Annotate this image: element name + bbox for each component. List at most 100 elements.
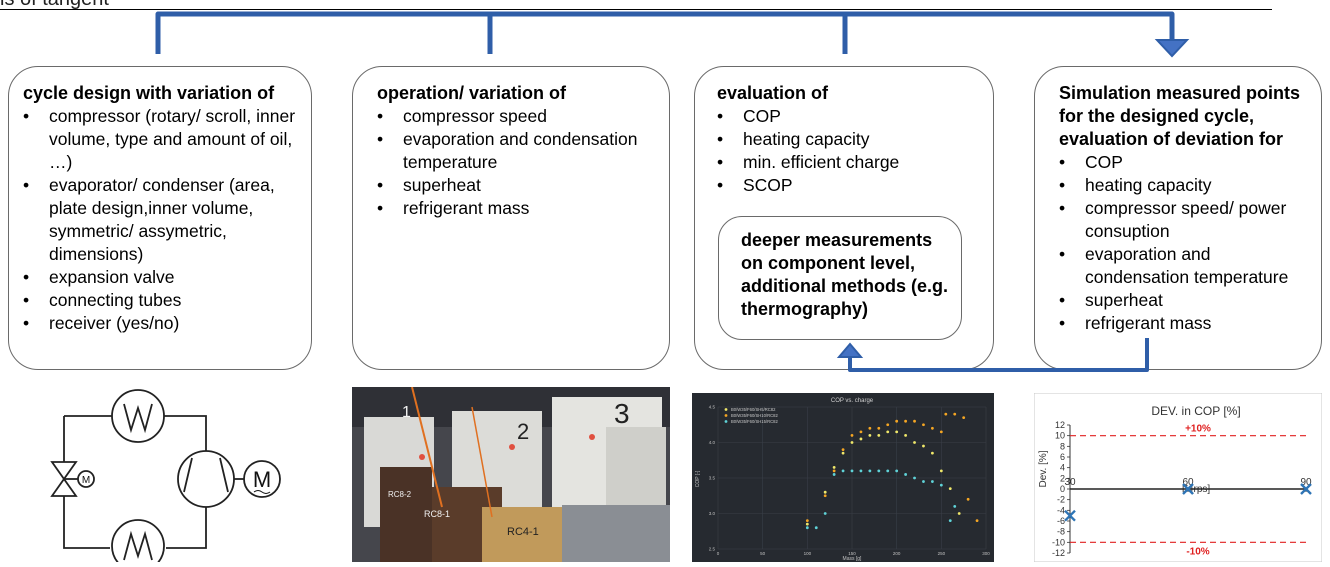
cop-data-point bbox=[953, 412, 957, 416]
simulation-box: Simulation measured points for the desig… bbox=[1034, 66, 1322, 370]
dev-xtick-label: 90 bbox=[1300, 477, 1312, 488]
cop-ytick-label: 2.5 bbox=[709, 547, 716, 552]
cop-data-point bbox=[939, 483, 943, 487]
simulation-title: Simulation measured points for the desig… bbox=[1059, 83, 1301, 149]
cop-ytick-label: 3.0 bbox=[709, 511, 716, 516]
dev-ytick-label: -6 bbox=[1057, 516, 1065, 526]
cop-data-point bbox=[948, 519, 952, 522]
heat-pump-schematic: M M bbox=[50, 389, 281, 562]
dev-ytick-label: 4 bbox=[1060, 463, 1065, 473]
deeper-measurements-box: deeper measurements on component level, … bbox=[718, 216, 962, 340]
evaporator-symbol bbox=[111, 519, 165, 562]
header-rule bbox=[0, 9, 1272, 10]
cop-xtick-label: 200 bbox=[893, 551, 901, 556]
cop-data-point bbox=[895, 419, 899, 423]
cop-data-point bbox=[948, 487, 952, 491]
cop-data-point bbox=[850, 469, 854, 473]
operation-box: operation/ variation of compressor speed… bbox=[352, 66, 670, 370]
list-item: SCOP bbox=[717, 174, 983, 197]
cop-data-point bbox=[962, 416, 966, 420]
cop-chart-xlabel: Mass [g] bbox=[843, 556, 863, 562]
cop-data-point bbox=[859, 437, 863, 441]
dev-ytick-label: 12 bbox=[1055, 420, 1065, 430]
cop-data-point bbox=[850, 434, 854, 437]
list-item: evaporator/ condenser (area, plate desig… bbox=[23, 174, 301, 266]
cop-legend-marker bbox=[724, 420, 728, 423]
cop-legend-marker bbox=[724, 408, 728, 411]
cop-legend-label: B0/W35/F60/SH5/RC82 bbox=[731, 407, 776, 412]
dev-ytick-label: -2 bbox=[1057, 495, 1065, 505]
cop-ytick-label: 3.5 bbox=[709, 476, 716, 481]
motor-symbol bbox=[243, 460, 281, 498]
dev-ytick-label: 8 bbox=[1060, 441, 1065, 451]
cop-xtick-label: 0 bbox=[717, 551, 720, 556]
cop-ytick-label: 4.5 bbox=[709, 405, 716, 410]
dev-ytick-label: 2 bbox=[1060, 473, 1065, 483]
cop-xtick-label: 300 bbox=[982, 551, 990, 556]
dev-xtick-label: 30 bbox=[1064, 477, 1076, 488]
list-item: superheat bbox=[377, 174, 659, 197]
cop-chart-ylabel: COP [-] bbox=[695, 470, 701, 487]
cop-ytick-label: 4.0 bbox=[709, 440, 716, 445]
cop-data-point bbox=[931, 426, 934, 430]
condenser-symbol bbox=[111, 389, 165, 443]
cop-data-point bbox=[841, 469, 845, 473]
cop-data-point bbox=[859, 430, 863, 434]
list-item: min. efficient charge bbox=[717, 151, 983, 174]
dev-marker-stroke bbox=[1064, 509, 1076, 522]
dev-xtick-label: 60 bbox=[1182, 477, 1194, 488]
cop-data-point bbox=[814, 526, 818, 530]
dev-ytick-label: -10 bbox=[1052, 537, 1065, 547]
list-item: compressor (rotary/ scroll, inner volume… bbox=[23, 105, 301, 174]
feedback-arrow bbox=[836, 338, 1149, 372]
list-item: superheat bbox=[1059, 289, 1313, 312]
cop-legend-label: B0/W35/F60/SH10/RC82 bbox=[731, 413, 778, 418]
cop-data-point bbox=[841, 451, 845, 455]
bench-label-2: 2 bbox=[517, 419, 529, 444]
motor-label: M bbox=[253, 467, 271, 492]
dev-ytick-label: -4 bbox=[1057, 505, 1065, 515]
bench-label-1: 1 bbox=[402, 404, 411, 421]
cop-legend-label: B0/W35/F60/SH15/RC82 bbox=[731, 419, 778, 424]
dev-ytick-label: -12 bbox=[1052, 548, 1065, 558]
list-item: connecting tubes bbox=[23, 289, 301, 312]
cop-data-point bbox=[805, 519, 809, 522]
cop-data-point bbox=[913, 441, 916, 444]
top-connector bbox=[155, 11, 1190, 58]
cop-data-point bbox=[895, 469, 899, 473]
cop-data-point bbox=[922, 444, 925, 448]
cop-data-point bbox=[877, 434, 881, 437]
dev-ytick-label: 0 bbox=[1060, 484, 1065, 494]
cop-data-point bbox=[886, 469, 890, 473]
bench-tag-rc4-1: RC4-1 bbox=[507, 526, 539, 538]
list-item: receiver (yes/no) bbox=[23, 312, 301, 335]
cycle-design-box: cycle design with variation of compresso… bbox=[8, 66, 312, 370]
evaluation-list: COP heating capacity min. efficient char… bbox=[717, 105, 983, 197]
list-item: refrigerant mass bbox=[1059, 312, 1313, 335]
cop-data-point bbox=[832, 473, 836, 476]
list-item: heating capacity bbox=[717, 128, 983, 151]
cop-data-point bbox=[868, 426, 872, 430]
cop-legend-marker bbox=[724, 414, 728, 417]
list-item: evaporation and condensation temperature bbox=[1059, 243, 1313, 289]
cop-xtick-label: 100 bbox=[804, 551, 812, 556]
cop-data-point bbox=[931, 451, 934, 455]
cop-data-point bbox=[832, 465, 836, 469]
test-bench-illustration: 1 2 3 RC8-1 RC4-1 RC8-2 bbox=[352, 387, 670, 562]
connector-bar bbox=[155, 11, 1175, 54]
cop-data-point bbox=[904, 473, 907, 476]
list-item: compressor speed bbox=[377, 105, 659, 128]
cop-data-point bbox=[904, 434, 907, 437]
list-item: compressor speed/ power consuption bbox=[1059, 197, 1313, 243]
cop-data-point bbox=[841, 448, 845, 451]
cop-data-point bbox=[922, 480, 925, 483]
bench-tag-rc8-2: RC8-2 bbox=[388, 490, 412, 499]
cop-data-point bbox=[859, 469, 863, 473]
cop-data-point bbox=[939, 430, 943, 434]
dev-ytick-label: 6 bbox=[1060, 452, 1065, 462]
cycle-design-title: cycle design with variation of bbox=[23, 83, 275, 103]
dev-chart-ylabel: Dev. [%] bbox=[1038, 450, 1049, 487]
cop-data-point bbox=[868, 469, 872, 473]
